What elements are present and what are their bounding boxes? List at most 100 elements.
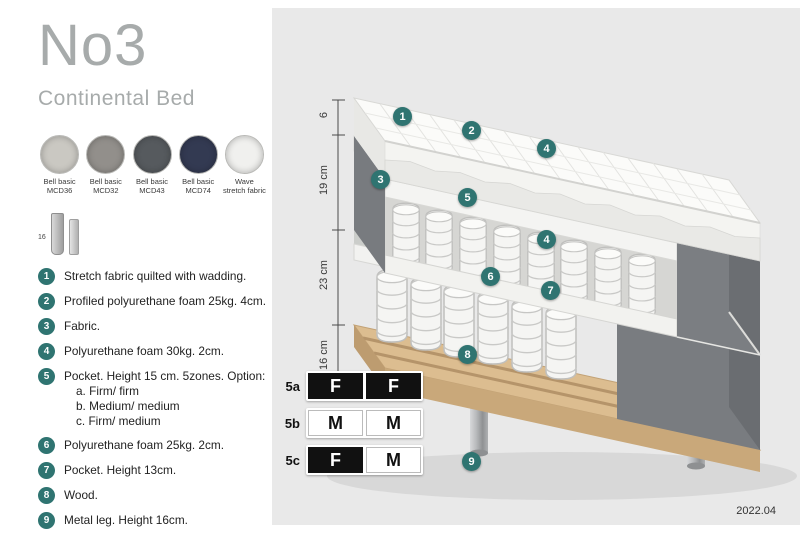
- feature-text-block: Polyurethane foam 25kg. 2cm.: [64, 437, 224, 453]
- leg-icon-alt: [68, 218, 79, 255]
- swatch-label-line2: MCD36: [46, 185, 73, 195]
- bed-cutaway-diagram: [327, 97, 797, 500]
- feature-text-block: Fabric.: [64, 318, 100, 334]
- feature-number-badge: 2: [38, 292, 55, 310]
- swatch-label-line2: MCD32: [93, 185, 119, 195]
- feature-text-block: Profiled polyurethane foam 25kg. 4cm.: [64, 293, 266, 309]
- firmness-row-label: 5c: [285, 452, 300, 468]
- feature-text-block: Metal leg. Height 16cm.: [64, 512, 188, 528]
- leg-thumbnail: 16: [38, 209, 266, 255]
- firmness-cell-firm: F: [308, 373, 363, 399]
- diagram-number-badge: 1: [393, 107, 412, 126]
- feature-sub-option: a. Firm/ firm: [76, 383, 139, 398]
- feature-item: 5 Pocket. Height 15 cm. 5zones. Option:a.…: [38, 367, 266, 429]
- product-subtitle: Continental Bed: [38, 86, 195, 110]
- feature-item: 2 Profiled polyurethane foam 25kg. 4cm.: [38, 292, 266, 310]
- feature-number-badge: 7: [38, 461, 55, 479]
- diagram-number-badge: 6: [481, 267, 500, 286]
- diagram-number-badge: 3: [371, 170, 390, 189]
- feature-number-badge: 6: [38, 436, 55, 454]
- feature-number-badge: 4: [38, 342, 55, 360]
- firmness-cell-medium: M: [366, 410, 421, 436]
- swatch-label-line1: Bell basic: [43, 176, 76, 186]
- feature-sub-option: b. Medium/ medium: [76, 398, 180, 413]
- diagram-number-badge: 8: [458, 345, 477, 364]
- feature-number-badge: 8: [38, 486, 55, 504]
- feature-text-block: Pocket. Height 13cm.: [64, 462, 176, 478]
- firmness-row-label: 5a: [285, 378, 300, 394]
- fabric-swatch-circle: [132, 134, 172, 174]
- feature-text: Polyurethane foam 25kg. 2cm.: [64, 437, 225, 452]
- swatch-label-line2: MCD74: [185, 185, 211, 195]
- feature-number-badge: 1: [38, 267, 55, 285]
- feature-text: Polyurethane foam 30kg. 2cm.: [64, 343, 225, 358]
- feature-text: Fabric.: [64, 318, 101, 333]
- diagram-number-badge: 5: [458, 188, 477, 207]
- feature-item: 4 Polyurethane foam 30kg. 2cm.: [38, 342, 266, 360]
- fabric-swatch-circle: [86, 134, 126, 174]
- feature-number-badge: 3: [38, 317, 55, 335]
- version-label: 2022.04: [736, 505, 776, 517]
- swatch-label-line1: Bell basic: [182, 176, 215, 186]
- fabric-swatch-circle: [40, 134, 80, 174]
- feature-text: Wood.: [64, 487, 98, 502]
- fabric-swatch-circle: [178, 134, 218, 174]
- diagram-number-badge: 2: [462, 121, 481, 140]
- feature-number-badge: 9: [38, 511, 55, 529]
- feature-list: 1 Stretch fabric quilted with wadding. 2 Pr…: [38, 267, 266, 533]
- firmness-cell-firm: F: [308, 447, 363, 473]
- feature-item: 1 Stretch fabric quilted with wadding.: [38, 267, 266, 285]
- swatch-label-line1: Wave: [234, 176, 254, 186]
- firmness-cell-firm: F: [366, 373, 421, 399]
- feature-text: Pocket. Height 13cm.: [64, 462, 177, 477]
- diagram-number-badge: 9: [462, 452, 481, 471]
- fabric-swatch-circle: [224, 134, 264, 174]
- feature-text: Profiled polyurethane foam 25kg. 4cm.: [64, 293, 266, 308]
- feature-text-block: Stretch fabric quilted with wadding.: [64, 268, 246, 284]
- feature-text: Pocket. Height 15 cm. 5zones. Option:: [64, 368, 266, 383]
- feature-text-block: Wood.: [64, 487, 98, 503]
- feature-item: 3 Fabric.: [38, 317, 266, 335]
- firmness-cell-medium: M: [366, 447, 421, 473]
- feature-number-badge: 5: [38, 367, 55, 385]
- swatch-label-line2: stretch fabric: [222, 185, 266, 195]
- feature-text-block: Polyurethane foam 30kg. 2cm.: [64, 343, 224, 359]
- feature-item: 8 Wood.: [38, 486, 266, 504]
- feature-item: 6 Polyurethane foam 25kg. 2cm.: [38, 436, 266, 454]
- product-title: No3: [38, 13, 148, 78]
- floor-shadow: [327, 452, 797, 500]
- diagram-number-badge: 4: [537, 230, 556, 249]
- top-mattress: [352, 97, 762, 262]
- feature-sub-option: c. Firm/ medium: [76, 413, 161, 428]
- firmness-cell-medium: M: [308, 410, 363, 436]
- swatch-label-line2: MCD43: [139, 185, 165, 195]
- firmness-row-label: 5b: [284, 415, 300, 431]
- diagram-number-badge: 7: [541, 281, 560, 300]
- feature-text: Stretch fabric quilted with wadding.: [64, 268, 247, 283]
- feature-text: Metal leg. Height 16cm.: [64, 512, 188, 527]
- feature-item: 9 Metal leg. Height 16cm.: [38, 511, 266, 529]
- swatch-label-line1: Bell basic: [135, 176, 169, 186]
- feature-text-block: Pocket. Height 15 cm. 5zones. Option:a. …: [64, 368, 265, 429]
- leg-icon: [50, 212, 64, 255]
- swatch-label-line1: Bell basic: [89, 176, 122, 186]
